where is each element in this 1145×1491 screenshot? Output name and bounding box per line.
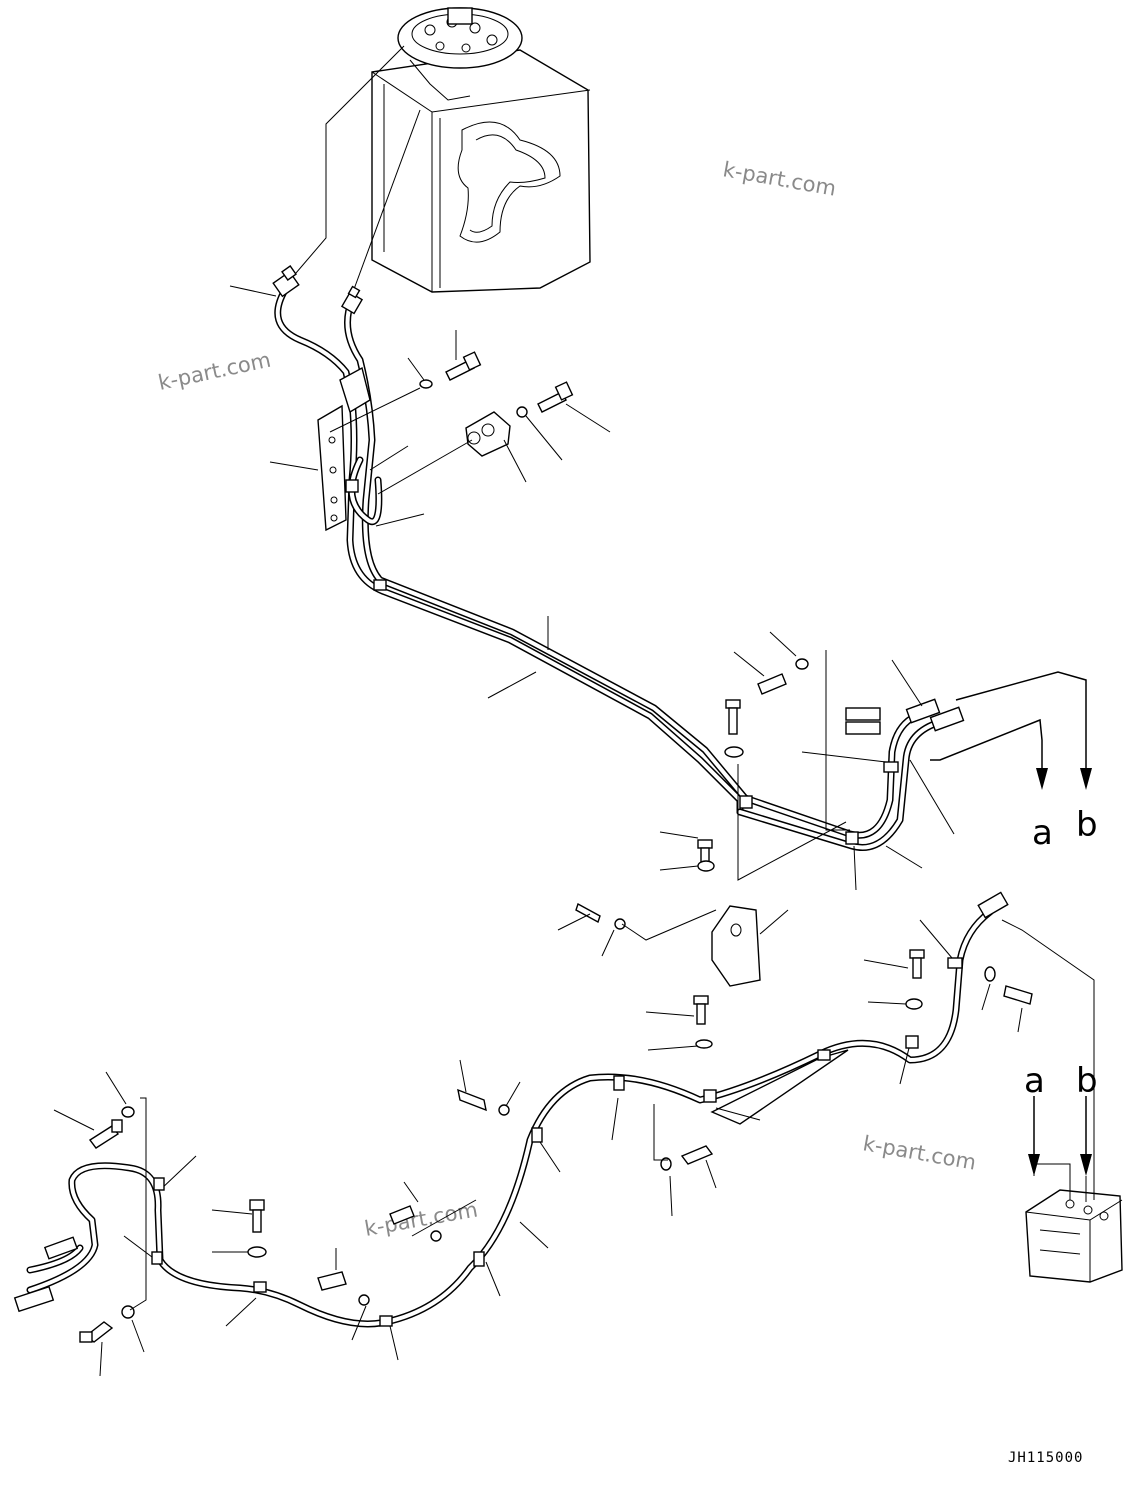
washer-right-2 [984, 966, 996, 982]
washer-middle [724, 746, 744, 758]
bolt-upper-2 [537, 381, 574, 413]
washer-lower-2 [121, 1305, 135, 1319]
watermark-right: k-part.com [861, 1131, 978, 1174]
ref-label-b-upper: b [1076, 805, 1098, 845]
mounting-bracket-plate [317, 366, 371, 532]
connection-arrows-lower [1001, 919, 1095, 1202]
tank-port-leader-left [289, 45, 405, 281]
bolt-lower-1 [88, 1119, 123, 1149]
ref-label-a-lower: a [1024, 1061, 1045, 1101]
drawing-code: JH115000 [1008, 1450, 1083, 1466]
connection-arrows-upper [930, 671, 1092, 790]
washer-lower-7 [660, 1157, 672, 1171]
leader-lines [53, 285, 1023, 1377]
washer-lower-6 [430, 1230, 442, 1242]
bolt-lower-7 [680, 1145, 714, 1165]
ref-label-b-lower: b [1076, 1061, 1098, 1101]
hose-end-connectors-right [845, 698, 965, 735]
tank-port-leader-right [349, 109, 421, 301]
washer-lower-4 [358, 1294, 370, 1306]
hose-fitting-tank-right [340, 285, 364, 315]
washer-right-1 [905, 998, 923, 1010]
washer-middle-5 [795, 658, 809, 670]
upper-hose-assembly [274, 286, 944, 851]
bolt-lower-2 [79, 1321, 114, 1343]
washer-middle-4 [614, 918, 626, 930]
bolt-lower-4 [317, 1271, 347, 1291]
hose-fitting-lower-right [977, 891, 1009, 919]
bolt-middle-4 [575, 902, 601, 924]
bolt-upper-1 [445, 351, 482, 381]
washer-middle-2 [695, 1039, 713, 1049]
hose-support-bracket [711, 905, 761, 987]
washer-upper-2 [516, 406, 528, 418]
washer-lower-3 [247, 1246, 267, 1258]
hose-clamp-block [465, 411, 511, 457]
lower-hose-assembly [26, 908, 994, 1328]
washer-lower-5 [498, 1104, 510, 1116]
bolt-right-1 [909, 949, 925, 979]
bolt-middle-vertical [725, 699, 741, 735]
control-valve [1025, 1189, 1123, 1283]
bolt-lower-3 [249, 1199, 265, 1233]
hose-fitting-tank-left [272, 265, 300, 298]
watermark-left: k-part.com [156, 348, 273, 395]
ref-label-a-upper: a [1032, 813, 1053, 853]
washer-lower-1 [121, 1106, 135, 1118]
bolt-middle-5 [757, 673, 787, 695]
bolt-lower-5 [457, 1088, 487, 1112]
bolt-lower-6 [389, 1205, 415, 1225]
hose-end-connectors-left [13, 1236, 79, 1313]
hose-guard [710, 1049, 849, 1125]
washer-upper-1 [419, 379, 433, 389]
bolt-right-2 [1003, 985, 1033, 1005]
hose-clamps [151, 479, 963, 1327]
watermark-bottom: k-part.com [363, 1197, 480, 1240]
bolt-middle-2 [693, 995, 709, 1025]
hydraulic-tank [371, 7, 591, 293]
washer-middle-3 [697, 860, 715, 872]
watermark-top: k-part.com [721, 157, 838, 200]
